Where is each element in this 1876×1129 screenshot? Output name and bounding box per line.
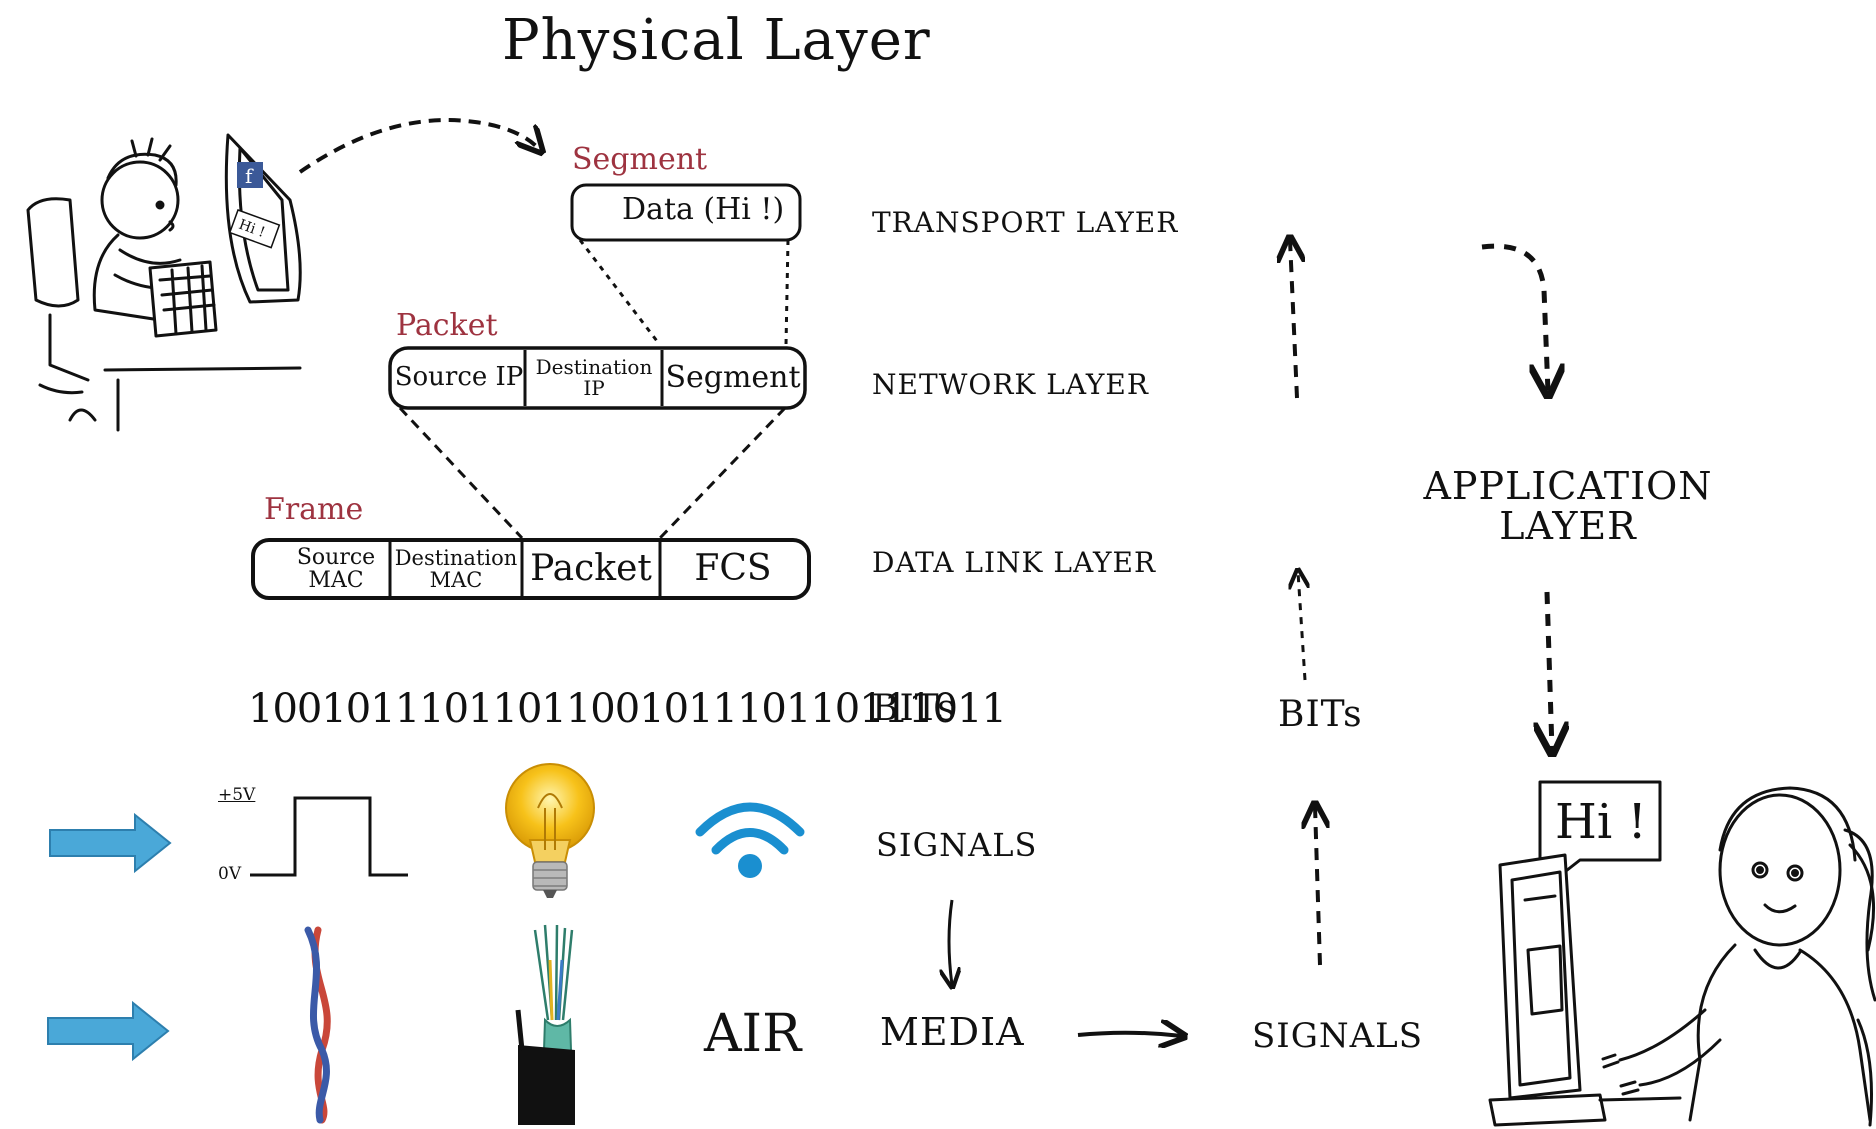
data-link-layer-label: DATA LINK LAYER (872, 546, 1157, 579)
frame-field-packet: Packet (530, 548, 652, 590)
segment-connector-right (784, 239, 790, 346)
right-signals-label: SIGNALS (1252, 1016, 1424, 1056)
frame-field-destination-mac: Destination MAC (394, 545, 518, 592)
application-layer-label: APPLICATION LAYER (1423, 464, 1713, 548)
sender-illustration (26, 133, 302, 432)
media-air-label: AIR (704, 1004, 802, 1064)
twisted-pair-cable-icon (304, 926, 331, 1124)
facebook-logo-icon (237, 162, 263, 188)
frame-field-fcs: FCS (694, 548, 772, 590)
square-wave (250, 796, 408, 877)
media-to-signals-arrow (1077, 1033, 1182, 1036)
frame-box (251, 538, 811, 600)
signals-to-bits-arrow (1315, 806, 1320, 966)
bits-to-datalink-arrow (1298, 572, 1305, 681)
packet-field-source-ip: Source IP (394, 362, 524, 393)
packet-label: Packet (396, 308, 498, 343)
blue-arrow-signals (49, 812, 172, 874)
receiver-speech-text: Hi ! (1555, 794, 1647, 850)
packet-box (388, 346, 807, 410)
transport-layer-label: TRANSPORT LAYER (872, 206, 1179, 239)
bits-layer-label: BITs (872, 688, 957, 729)
receiver-illustration (1488, 780, 1876, 1127)
transport-to-application-arrow (1481, 243, 1548, 392)
segment-data: Data (Hi !) (622, 192, 785, 227)
network-layer-label: NETWORK LAYER (872, 368, 1149, 401)
frame-label: Frame (264, 492, 364, 527)
signal-low-label: 0V (218, 864, 242, 884)
frame-field-source-mac: Source MAC (296, 544, 376, 593)
signal-high-label: +5V (218, 785, 256, 805)
packet-connector-right (658, 406, 787, 540)
segment-box (570, 183, 802, 242)
bit-string: 100101110110110010111011011101​1 (248, 686, 1007, 732)
segment-label: Segment (572, 142, 708, 177)
right-bits-label: BITs (1278, 694, 1363, 735)
segment-connector-left (578, 239, 662, 346)
packet-connector-left (398, 406, 524, 540)
light-bulb-icon (505, 763, 595, 898)
network-to-transport-arrow (1290, 240, 1297, 399)
fiber-optic-cable-icon (515, 924, 575, 1125)
wifi-icon (695, 802, 805, 878)
packet-field-segment: Segment (665, 360, 801, 396)
packet-field-destination-ip: Destination IP (535, 355, 653, 400)
page-title: Physical Layer (502, 8, 931, 73)
signals-layer-label: SIGNALS (876, 826, 1038, 864)
application-to-receiver-arrow (1547, 591, 1552, 750)
sender-screen-note: Hi ! (228, 209, 281, 249)
signals-to-media-arrow (949, 899, 952, 985)
blue-arrow-media (47, 1000, 170, 1062)
media-layer-label: MEDIA (880, 1010, 1025, 1054)
sender-to-segment-arrow (298, 118, 540, 174)
facebook-logo-letter: f (245, 164, 254, 188)
